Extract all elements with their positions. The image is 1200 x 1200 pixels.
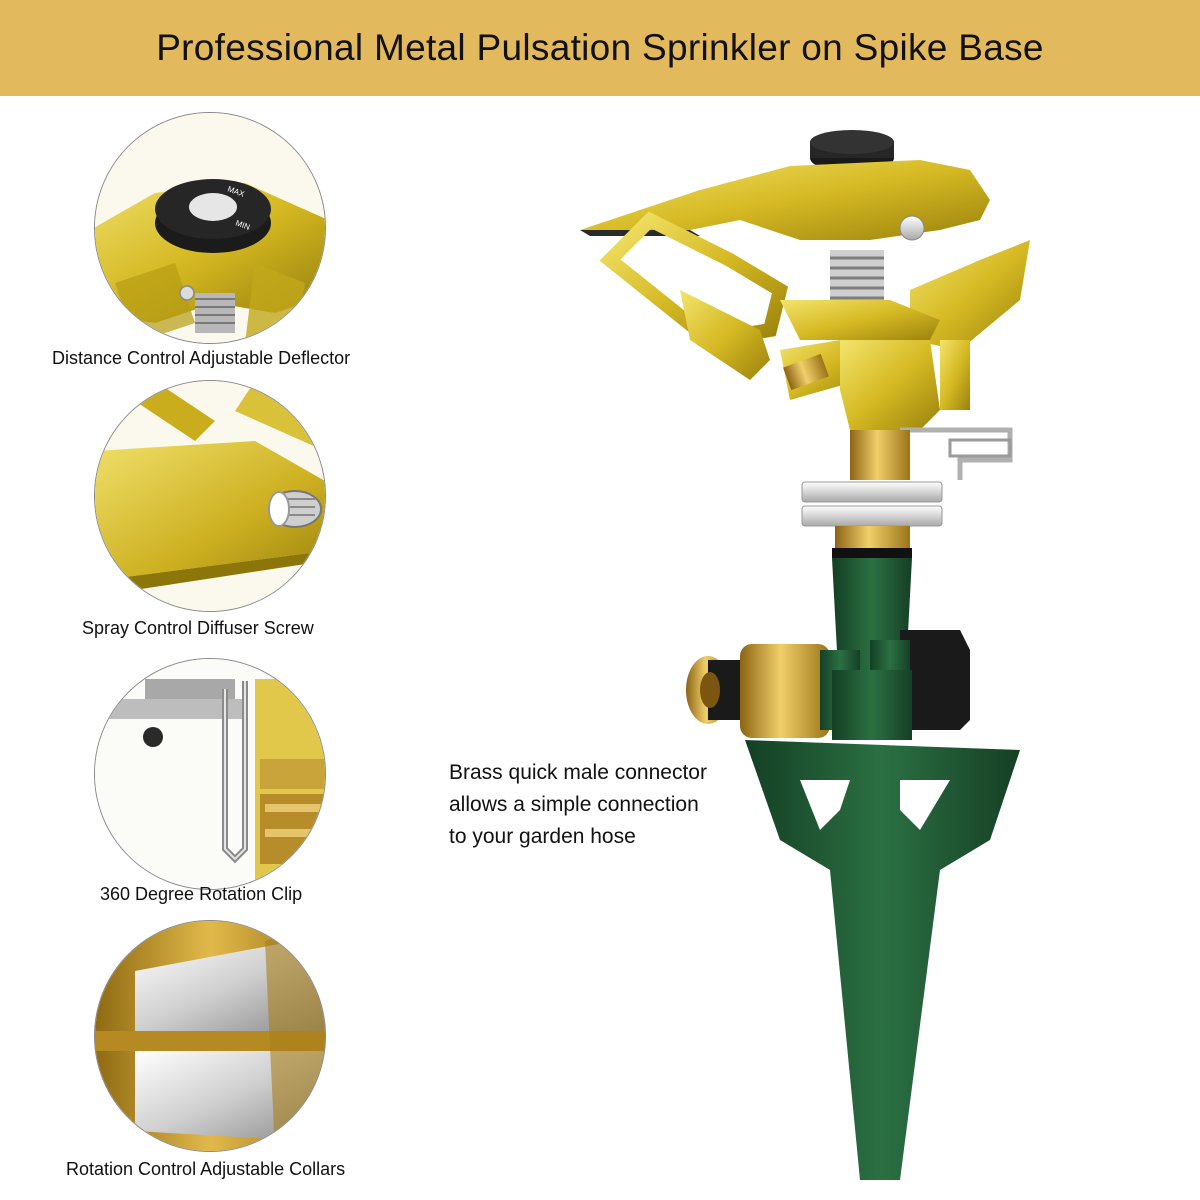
deflector-detail-image: MAX MIN — [94, 112, 326, 344]
rotation-clip-detail-image — [94, 658, 326, 890]
deflector-caption: Distance Control Adjustable Deflector — [52, 348, 351, 368]
title-banner: Professional Metal Pulsation Sprinkler o… — [0, 0, 1200, 96]
rotation-clip-caption: 360 Degree Rotation Clip — [100, 884, 303, 904]
diffuser-screw-detail-image — [94, 380, 326, 612]
page-title: Professional Metal Pulsation Sprinkler o… — [156, 27, 1044, 68]
connector-callout: Brass quick male connector allows a simp… — [449, 757, 749, 853]
callout-line: Brass quick male connector — [449, 761, 707, 784]
callout-line: allows a simple connection — [449, 793, 699, 816]
adjustable-collars-detail-image — [94, 920, 326, 1152]
callout-line: to your garden hose — [449, 825, 636, 848]
sprinkler-product-image — [540, 110, 1040, 1190]
adjustable-collars-caption: Rotation Control Adjustable Collars — [66, 1159, 346, 1179]
diffuser-screw-caption: Spray Control Diffuser Screw — [82, 618, 314, 638]
